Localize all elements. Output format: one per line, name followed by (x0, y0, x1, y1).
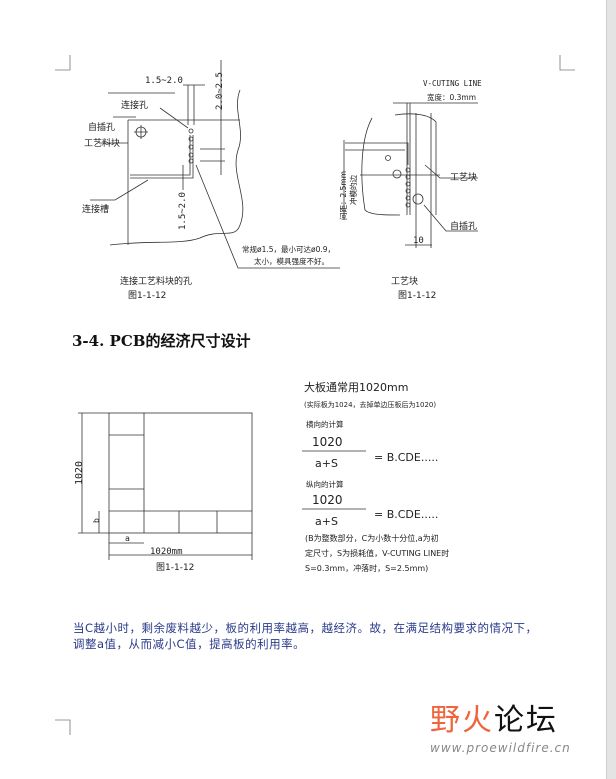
watermark-url: www.proewildfire.cn (430, 741, 571, 755)
dim-top-label: 1.5~2.0 (145, 76, 183, 86)
explain-line3: S=0.3mm，冲落时，S=2.5mm) (305, 563, 428, 573)
page-edge-scrollbar[interactable] (606, 0, 616, 779)
figure-board-layout: 1020 b a 1020mm 图1-1-12 (74, 412, 253, 573)
watermark-cn-part2: 论坛 (494, 703, 558, 738)
label-a: a (125, 534, 130, 543)
figure-number-board: 图1-1-12 (156, 562, 194, 573)
dim-10-label: 10 (413, 236, 424, 246)
label-process-block: 工艺料块 (84, 137, 120, 149)
label-self-insert-hole-right: 自插孔 (450, 220, 477, 232)
figure-number: 图1-1-12 (128, 290, 166, 301)
die-edge-spacing: 间距：2.5mm (339, 171, 348, 220)
label-connect-hole: 连接孔 (121, 99, 148, 111)
formulas: 大板通常用1020mm (实际板为1024，去掉单边压板后为1020) 横向的计… (302, 380, 449, 573)
formula-subtitle: (实际板为1024，去掉单边压板后为1020) (304, 400, 436, 409)
vertical-calc-label: 纵向的计算 (306, 479, 344, 489)
figure-connect-holes: 1.5~2.0 2.0~2.5 1.5~2.0 连接孔 自插孔 工艺料块 连接槽… (82, 60, 340, 301)
watermark-cn-part1: 野火 (430, 703, 494, 738)
label-self-insert-hole: 自插孔 (88, 121, 115, 133)
corner-marks (55, 55, 575, 735)
numerator-1: 1020 (312, 435, 343, 449)
watermark-logo: 野火论坛 www.proewildfire.cn (430, 695, 600, 755)
label-connect-slot: 连接槽 (82, 203, 109, 215)
section-heading: 3-4. PCB的经济尺寸设计 (72, 332, 251, 350)
paragraph-line1: 当C越小时，剩余废料越少，板的利用率越高，越经济。故，在满足结构要求的情况下， (73, 621, 538, 635)
die-edge-label: 冲模的边 (348, 175, 358, 205)
paragraph-line2: 调整a值，从而减小C值，提高板的利用率。 (73, 637, 306, 651)
label-b: b (92, 518, 101, 523)
note-line2: 太小，模具强度不好。 (254, 256, 329, 266)
dim-vertical-top-label: 2.0~2.5 (215, 72, 225, 110)
denominator-1: a+S (315, 457, 338, 470)
numerator-2: 1020 (312, 493, 343, 507)
result-1: = B.CDE..... (374, 451, 438, 464)
horizontal-calc-label: 横向的计算 (306, 419, 344, 429)
formula-title: 大板通常用1020mm (304, 380, 408, 394)
explain-line1: (B为整数部分，C为小数十分位,a为初 (305, 533, 439, 543)
explain-line2: 定尺寸，S为损耗值，V-CUTING LINE时 (305, 548, 449, 558)
dim-width-label: 1020mm (150, 547, 183, 557)
vcut-width: 宽度：0.3mm (427, 92, 476, 102)
dim-vertical-bottom-label: 1.5~2.0 (178, 192, 188, 230)
figure-caption: 连接工艺料块的孔 (120, 275, 192, 287)
figure-caption-right: 工艺块 (391, 275, 418, 287)
note-line1: 常规ø1.5，最小可达ø0.9， (242, 244, 335, 254)
vcut-label: V-CUTING LINE (423, 79, 482, 88)
figure-number-right: 图1-1-12 (398, 290, 436, 301)
label-process-block-right: 工艺块 (450, 171, 477, 183)
figure-process-block: V-CUTING LINE 宽度：0.3mm 冲模的边 间距：2.5mm 工艺块… (339, 79, 482, 301)
result-2: = B.CDE..... (374, 508, 438, 521)
body-paragraph: 当C越小时，剩余废料越少，板的利用率越高，越经济。故，在满足结构要求的情况下， … (73, 620, 553, 652)
denominator-2: a+S (315, 515, 338, 528)
dim-height-label: 1020 (74, 461, 85, 485)
